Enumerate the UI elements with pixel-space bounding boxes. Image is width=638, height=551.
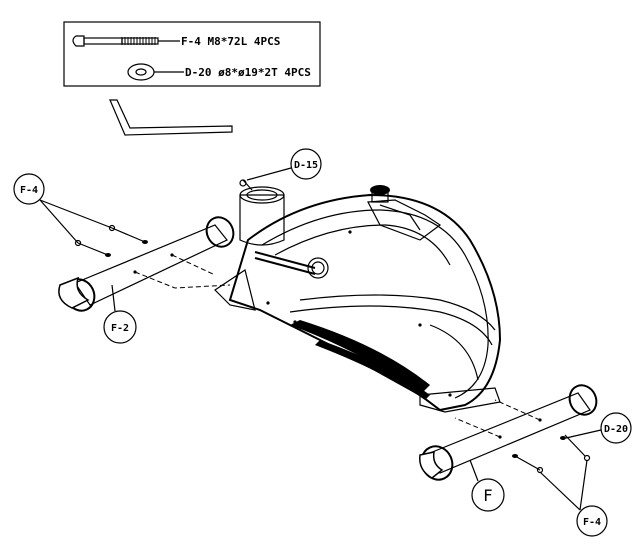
seat-post-tube (239, 179, 285, 246)
callout-f4-top: F-4 (13, 173, 113, 244)
callout-f-label: F (483, 486, 492, 505)
callout-d20: D-20 (565, 412, 632, 444)
callout-f4-bottom-label: F-4 (583, 517, 601, 528)
parts-item-washer-text: D-20 ø8*ø19*2T 4PCS (185, 66, 311, 79)
callout-f2: F-2 (103, 284, 137, 344)
bike-main-frame (214, 179, 502, 413)
rear-bolts (512, 434, 591, 474)
callout-f4-top-label: F-4 (20, 185, 38, 196)
parts-item-bolt-text: F-4 M8*72L 4PCS (181, 35, 280, 48)
callout-f: F (469, 459, 505, 512)
callout-d20-label: D-20 (604, 424, 628, 435)
parts-list-box: F-4 M8*72L 4PCS D-20 ø8*ø19*2T 4PCS (63, 21, 321, 87)
front-stabilizer-f2 (58, 216, 235, 312)
front-bolts (74, 224, 148, 257)
callout-f4-bottom: F-4 (539, 459, 608, 537)
rear-stabilizer-f (419, 384, 598, 481)
callout-d15-label: D-15 (294, 160, 318, 171)
tension-knob (367, 185, 442, 241)
washer-icon (127, 63, 184, 81)
callout-d15: D-15 (246, 148, 322, 181)
callout-f2-label: F-2 (111, 323, 129, 334)
allen-key-icon (109, 99, 233, 136)
crank-hub (254, 251, 329, 279)
carriage-bolt-icon (72, 35, 180, 47)
